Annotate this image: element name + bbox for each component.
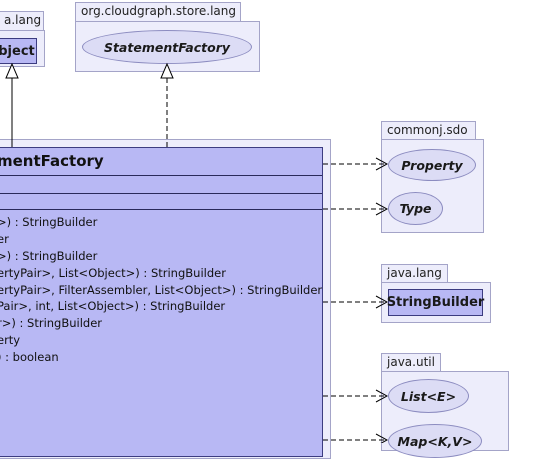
dependency-string-builder	[323, 295, 389, 309]
method-row: erty	[0, 333, 21, 348]
package-label: java.util	[387, 355, 435, 369]
interface-property[interactable]: Property	[388, 149, 476, 181]
package-label: org.cloudgraph.store.lang	[81, 4, 237, 18]
interface-label: List<E>	[400, 388, 457, 404]
dependency-property	[323, 157, 389, 171]
method-row: ertyPair>, FilterAssembler, List<Object>…	[0, 282, 323, 297]
class-string-builder[interactable]: StringBuilder	[386, 289, 485, 316]
interface-label: Type	[399, 201, 432, 216]
interface-list[interactable]: List<E>	[388, 379, 469, 413]
class-title: mentFactory	[0, 152, 104, 170]
interface-type[interactable]: Type	[388, 192, 443, 225]
dependency-map	[323, 433, 389, 443]
method-row: >) : StringBuilder	[0, 248, 98, 263]
class-separator	[0, 209, 322, 210]
connector-lines	[5, 62, 389, 443]
interface-label: StatementFactory	[103, 39, 231, 55]
dependency-list	[323, 389, 389, 403]
method-row: Pair>, int, List<Object>) : StringBuilde…	[0, 299, 226, 314]
method-row: er	[0, 231, 9, 246]
method-list: >) : StringBuilder er >) : StringBuilder er…	[0, 214, 322, 366]
package-tab-java-lang: java.lang	[381, 264, 448, 284]
method-row: ertyPair>, List<Object>) : StringBuilder	[0, 265, 226, 280]
package-label: a.lang	[4, 13, 42, 27]
package-label: commonj.sdo	[387, 123, 468, 137]
class-object[interactable]: bject	[0, 38, 37, 64]
dependency-type	[323, 202, 389, 216]
class-label: StringBuilder	[386, 295, 485, 310]
interface-statement-factory[interactable]: StatementFactory	[82, 30, 252, 64]
class-object-label: bject	[0, 43, 35, 59]
method-row: r>) : StringBuilder	[0, 316, 103, 331]
realization-arrowhead-statement-factory	[160, 62, 174, 79]
inheritance-arrowhead-object	[5, 62, 19, 79]
package-label: java.lang	[387, 266, 442, 280]
method-row: >) : StringBuilder	[0, 215, 98, 229]
interface-label: Property	[401, 157, 463, 173]
class-separator	[0, 175, 322, 176]
package-tab-java-util: java.util	[381, 353, 441, 373]
method-row: ) : boolean	[0, 350, 59, 365]
class-separator	[0, 193, 322, 194]
package-tab-commonj-sdo: commonj.sdo	[381, 121, 476, 141]
